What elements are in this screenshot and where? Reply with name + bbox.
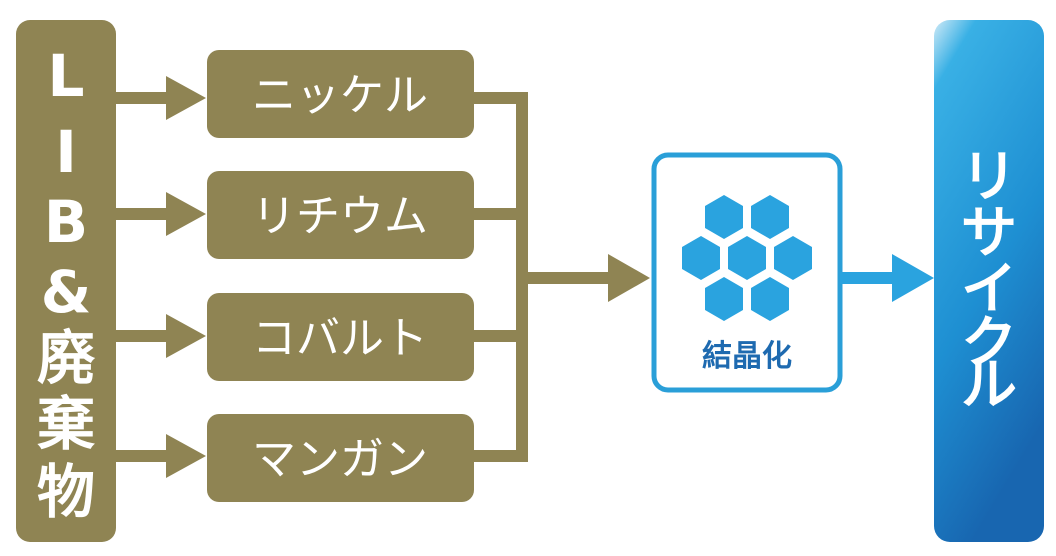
source-char-6: 物 (37, 458, 95, 526)
source-box-bg (16, 20, 116, 542)
material-box-lithium: リチウム (207, 171, 474, 259)
arrow-to-cobalt (116, 314, 206, 358)
source-box: L I B & 廃 棄 物 (16, 20, 116, 542)
arrow-to-manganese (116, 434, 206, 478)
recycle-char-1: サ (961, 201, 1017, 266)
source-arrows (116, 76, 206, 478)
material-label-nickel: ニッケル (252, 70, 428, 121)
material-label-lithium: リチウム (252, 191, 428, 242)
recycle-box: リ サ イ ク ル (934, 20, 1044, 542)
recycle-char-2: イ (961, 257, 1017, 322)
arrow-to-crystallization (608, 254, 650, 302)
hexagon-cluster-icon (682, 195, 812, 321)
recycle-char-4: ル (961, 353, 1017, 418)
source-char-4: 廃 (37, 324, 96, 392)
material-label-manganese: マンガン (252, 434, 428, 485)
material-box-nickel: ニッケル (207, 50, 474, 138)
merge-connector (474, 92, 650, 462)
material-box-manganese: マンガン (207, 414, 474, 502)
recycle-char-3: ク (961, 311, 1017, 376)
source-char-5: 棄 (37, 390, 95, 458)
crystallization-label: 結晶化 (702, 339, 792, 374)
source-char-2: B (44, 188, 88, 256)
source-label: L I B & 廃 棄 物 (37, 42, 96, 526)
source-char-3: & (41, 258, 92, 326)
material-label-cobalt: コバルト (252, 313, 428, 364)
arrow-to-lithium (116, 192, 206, 236)
source-char-1: I (55, 118, 77, 186)
arrow-to-recycle (840, 254, 934, 302)
crystallization-box: 結晶化 (651, 152, 843, 393)
material-box-cobalt: コバルト (207, 293, 474, 381)
source-char-0: L (48, 42, 85, 110)
recycle-label: リ サ イ ク ル (961, 145, 1017, 418)
arrow-to-nickel (116, 76, 206, 120)
recycle-char-0: リ (961, 145, 1017, 210)
